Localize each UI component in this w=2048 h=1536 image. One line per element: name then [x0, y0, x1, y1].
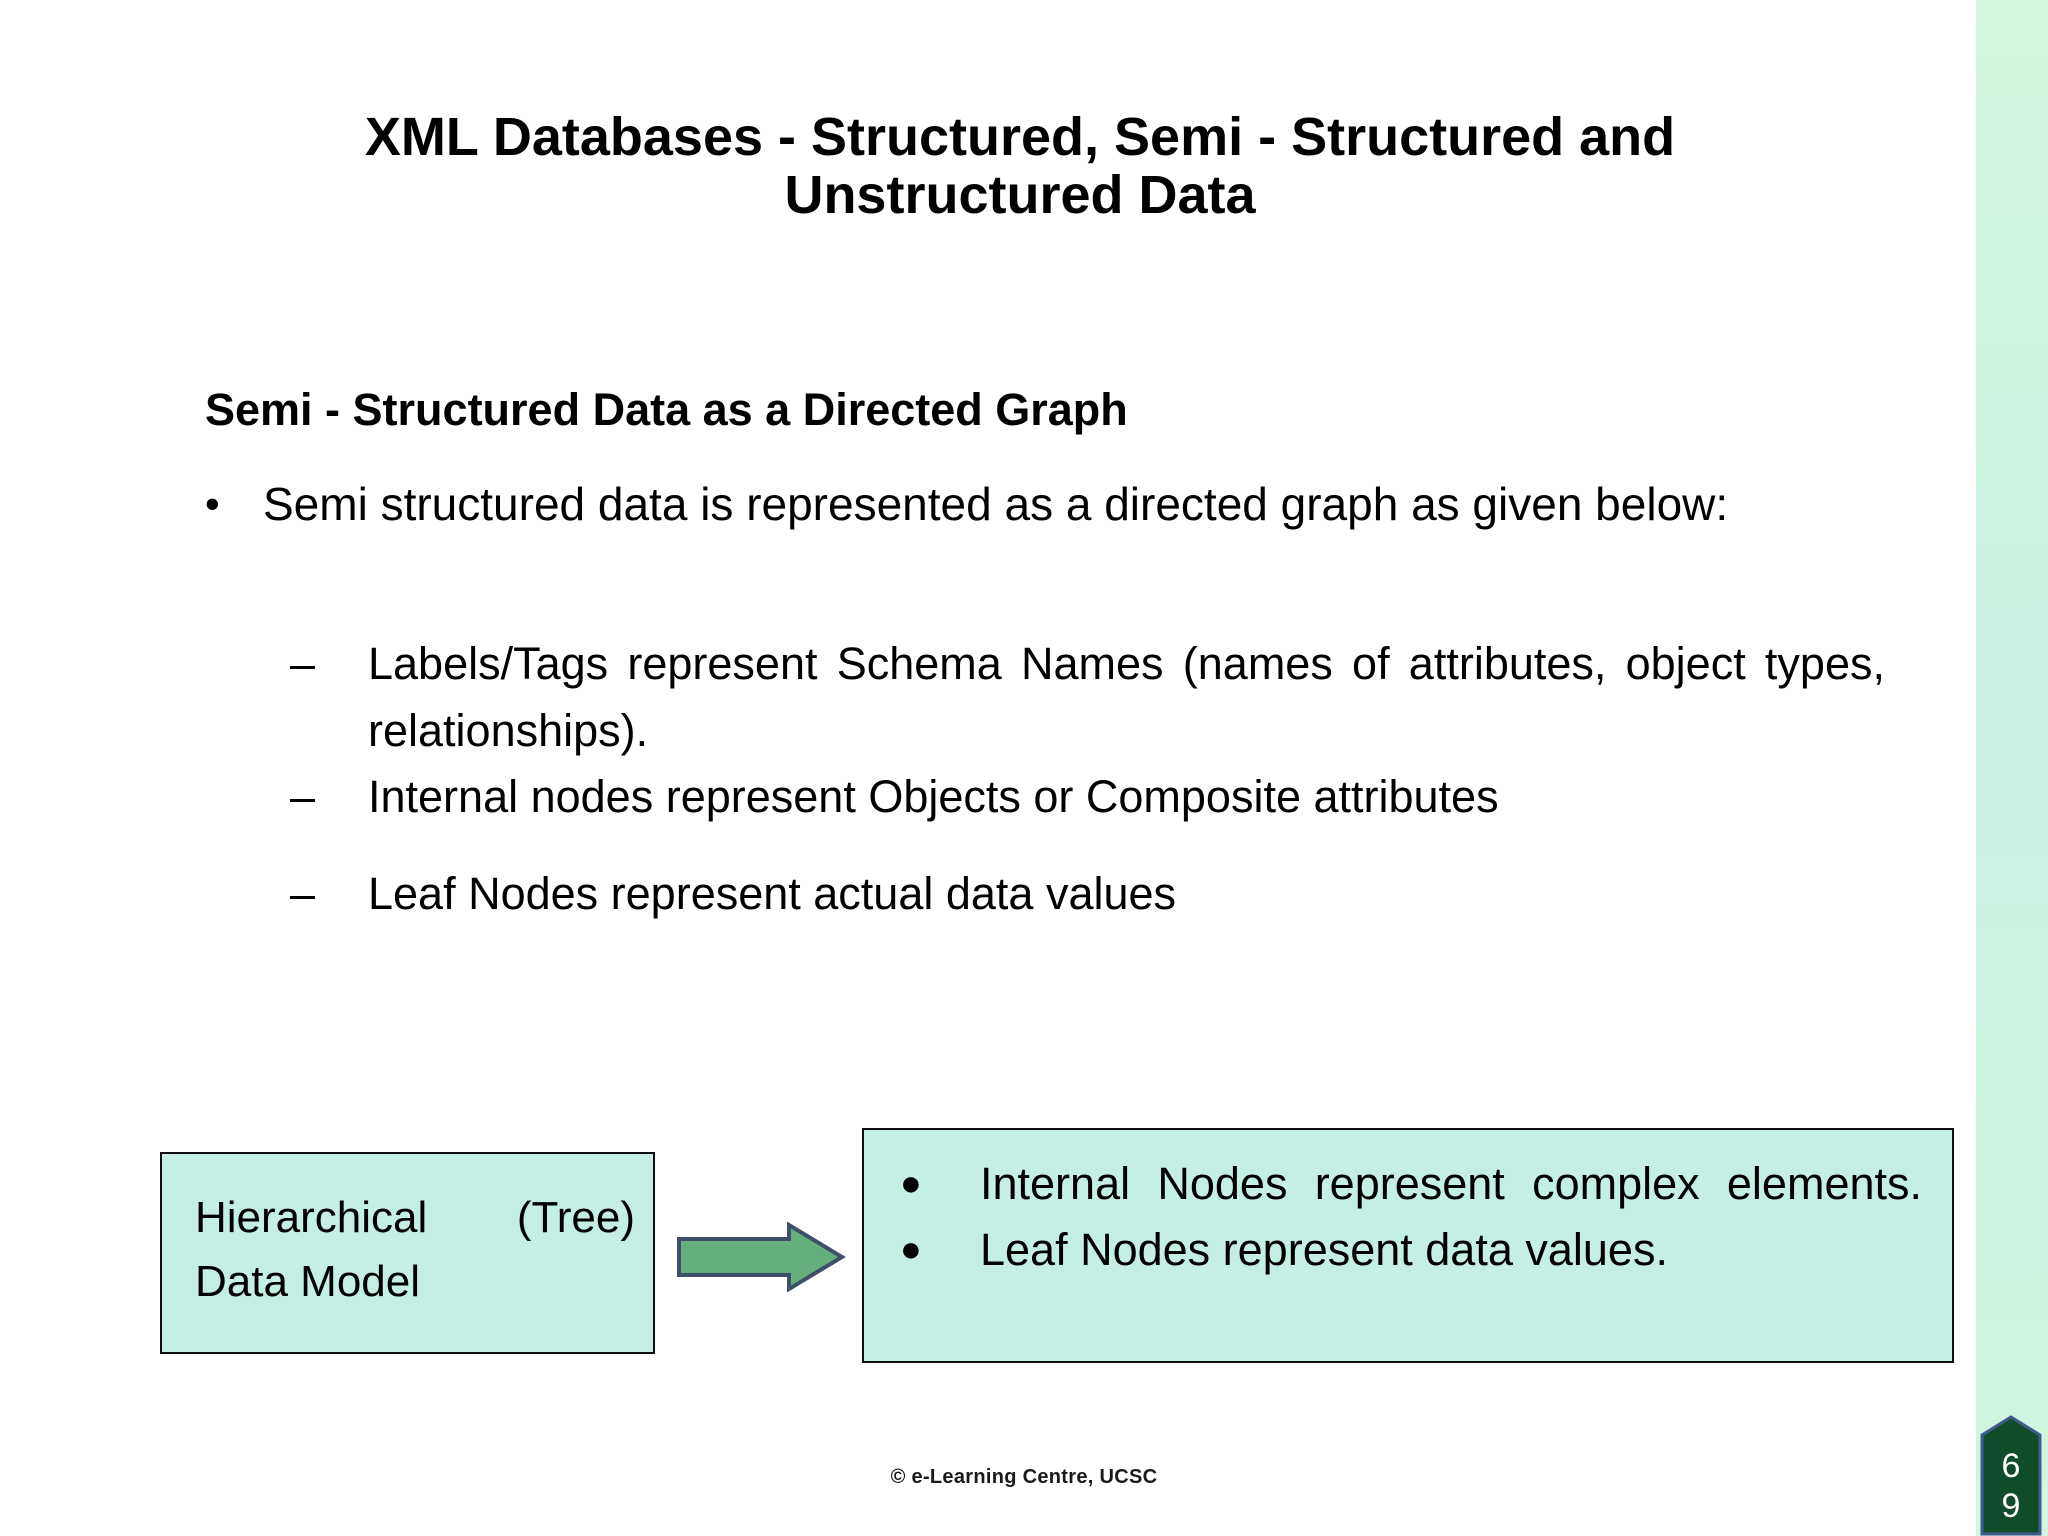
page-number-digit-top: 6 — [2001, 1447, 2021, 1485]
bullet-dash-icon: – — [290, 771, 316, 822]
bullet-dot-icon: • — [205, 480, 220, 527]
arrow-shape-icon — [677, 1221, 846, 1293]
bullet-level2-text: Leaf Nodes represent actual data values — [368, 868, 1177, 919]
list-item: ● Internal Nodes represent complex eleme… — [892, 1152, 1922, 1216]
right-decorative-strip — [1976, 0, 2048, 1536]
bullet-level2-item: – Internal nodes represent Objects or Co… — [290, 763, 1885, 830]
bullet-dash-icon: – — [290, 868, 316, 919]
hierarchical-model-box-text: Hierarchical (Tree) Data Model — [195, 1193, 635, 1306]
bullet-level2-text: Labels/Tags represent Schema Names (name… — [368, 638, 1885, 756]
bullet-level1-text: Semi structured data is represented as a… — [263, 478, 1729, 530]
bullet-level2-item: – Leaf Nodes represent actual data value… — [290, 860, 1885, 927]
banner-shape-icon — [1980, 1415, 2042, 1536]
page-number-digit-bottom: 9 — [2001, 1487, 2021, 1525]
list-item-text: Leaf Nodes represent data values. — [980, 1224, 1668, 1275]
section-subheading: Semi - Structured Data as a Directed Gra… — [205, 384, 1128, 435]
bullet-level2-text: Internal nodes represent Objects or Comp… — [368, 771, 1499, 822]
node-description-list: ● Internal Nodes represent complex eleme… — [892, 1152, 1922, 1284]
bullet-level2-item: – Labels/Tags represent Schema Names (na… — [290, 630, 1885, 764]
node-description-box: ● Internal Nodes represent complex eleme… — [862, 1128, 1954, 1363]
list-item-text: Internal Nodes represent complex element… — [980, 1158, 1922, 1209]
title-line-1: XML Databases - Structured, Semi - Struc… — [364, 107, 1676, 167]
bullet-dash-icon: – — [290, 638, 316, 689]
bullet-level1-item: • Semi structured data is represented as… — [205, 470, 1885, 538]
page-number-banner: 6 9 — [1980, 1415, 2042, 1536]
title-line-2: Unstructured Data — [784, 165, 1256, 225]
page-title: XML Databases - Structured, Semi - Struc… — [170, 108, 1870, 224]
bullet-filled-circle-icon: ● — [900, 1228, 922, 1269]
bullet-filled-circle-icon: ● — [900, 1162, 922, 1203]
list-item: ● Leaf Nodes represent data values. — [892, 1218, 1922, 1282]
hierarchical-model-box: Hierarchical (Tree) Data Model — [160, 1152, 655, 1354]
footer-copyright: © e-Learning Centre, UCSC — [890, 1466, 1158, 1488]
right-arrow-icon — [676, 1221, 846, 1293]
